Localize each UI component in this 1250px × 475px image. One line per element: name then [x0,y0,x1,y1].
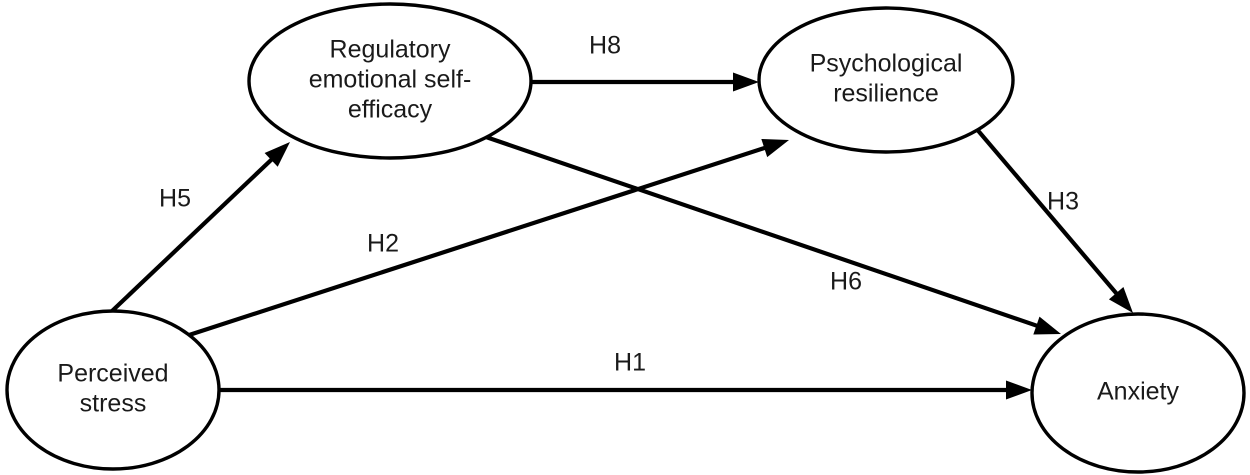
edge-h8 [529,72,759,92]
node-label-regulatory-emotional-self-efficacy: emotional self- [309,66,472,94]
edge-line-h5 [109,154,277,314]
node-label-psychological-resilience: Psychological [810,50,963,78]
arrowhead-h5 [264,142,290,167]
edge-label-h6: H6 [830,268,862,296]
node-label-perceived-stress: Perceived [57,360,168,388]
arrowhead-h3 [1108,287,1133,313]
node-ellipse-perceived-stress[interactable] [5,309,221,471]
arrowhead-h8 [733,72,759,92]
node-ellipse-psychological-resilience[interactable] [757,6,1015,154]
edge-line-h3 [973,125,1122,299]
edge-h1 [219,380,1032,400]
edge-label-h5: H5 [159,185,191,213]
edge-h6 [482,134,1061,335]
arrowhead-h2 [761,139,789,158]
node-label-anxiety: Anxiety [1097,378,1179,406]
edge-label-h3: H3 [1047,188,1079,216]
node-label-perceived-stress: stress [80,390,147,418]
node-label-regulatory-emotional-self-efficacy: efficacy [348,96,433,124]
edge-label-h1: H1 [614,349,646,377]
edges-layer [109,72,1133,400]
edge-line-h2 [185,144,771,338]
edge-label-h2: H2 [367,230,399,258]
edge-h2 [185,139,789,338]
node-label-psychological-resilience: resilience [833,80,939,108]
arrowhead-h6 [1033,316,1061,335]
node-label-regulatory-emotional-self-efficacy: Regulatory [330,36,451,64]
edge-h3 [973,125,1133,313]
edge-label-h8: H8 [589,32,621,60]
node-ellipse-anxiety[interactable] [1030,312,1246,474]
edge-h5 [109,142,290,314]
edge-line-h6 [482,134,1043,330]
node-anxiety[interactable]: Anxiety [1030,312,1246,474]
arrowhead-h1 [1006,380,1032,400]
node-ellipse-regulatory-emotional-self-efficacy[interactable] [247,2,533,160]
